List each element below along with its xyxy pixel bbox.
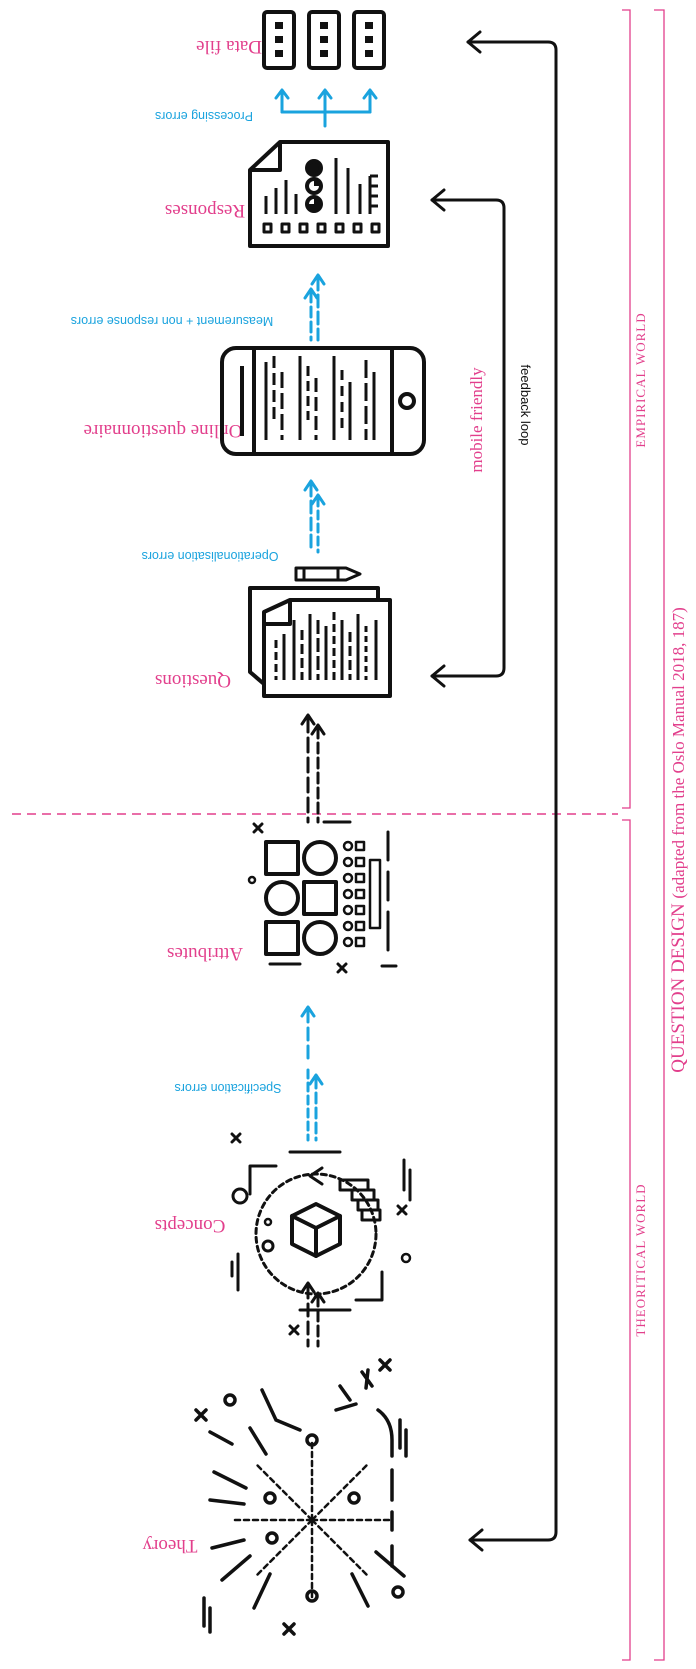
stage-label-data-file: Data file	[196, 36, 262, 57]
stage-label-questions: Questions	[155, 670, 231, 691]
attributes-to-questions-arrows	[302, 715, 324, 822]
concepts-icon	[232, 1134, 410, 1334]
caption-title: QUESTION DESIGN	[668, 903, 689, 1073]
error-label-operationalisation: Operationalisation errors	[142, 549, 279, 563]
stage-label-responses: Responses	[165, 200, 245, 221]
feedback-loop-label: feedback loop	[518, 365, 533, 446]
error-label-processing: Processing errors	[155, 109, 253, 123]
questions-icon	[250, 568, 390, 696]
pen-icon	[296, 568, 360, 580]
error-label-measurement: Measurement + non response errors	[71, 314, 274, 328]
operationalisation-error-arrows	[305, 481, 324, 552]
section-bracket-empirical	[622, 10, 630, 808]
section-label-theoretical: THEORITICAL WORLD	[633, 1183, 648, 1336]
section-bracket-theoretical	[622, 820, 630, 1660]
diagram-caption: QUESTION DESIGN (adapted from the Oslo M…	[668, 607, 689, 1072]
feedback-loop-outer	[468, 32, 556, 1550]
theory-icon	[196, 1360, 406, 1634]
caption-bracket	[654, 10, 664, 1660]
responses-icon	[250, 142, 388, 246]
stage-label-attributes: Attributes	[167, 943, 243, 964]
section-label-empirical: EMPIRICAL WORLD	[633, 312, 648, 447]
stage-label-online-questionnaire: Online questionnaire	[84, 420, 243, 441]
attributes-icon	[249, 822, 396, 972]
error-label-specification: Specification errors	[175, 1081, 282, 1095]
data-file-icon	[264, 12, 384, 68]
caption-source: (adapted from the Oslo Manual 2018, 187)	[669, 607, 688, 898]
specification-error-arrows	[302, 1007, 322, 1140]
online-questionnaire-icon	[222, 348, 424, 454]
stage-label-concepts: Concepts	[155, 1215, 226, 1236]
processing-error-arrows	[276, 90, 376, 126]
measurement-error-arrows	[305, 275, 324, 340]
stage-label-theory: Theory	[142, 1535, 197, 1556]
mobile-friendly-note: mobile friendly	[467, 367, 486, 473]
